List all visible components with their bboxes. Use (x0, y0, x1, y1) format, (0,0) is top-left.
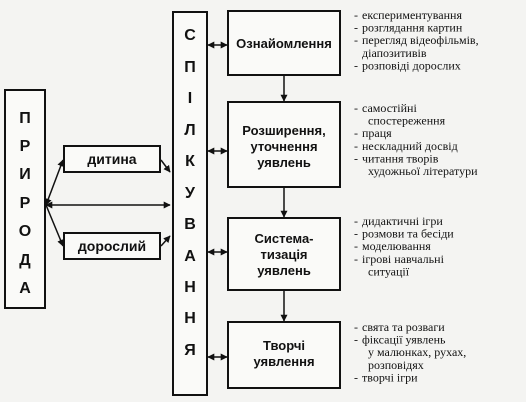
bullet-dash: - (354, 101, 358, 115)
adult-box (63, 232, 161, 260)
nature-letter: А (19, 280, 31, 297)
child-label: дитина (87, 151, 136, 167)
stage-box-systematization (227, 217, 341, 291)
communication-stage-arrows (207, 41, 228, 361)
bullet-dash: - (354, 126, 358, 140)
nature-adult-arrow (45, 204, 64, 247)
stage-box-acquaintance (227, 10, 341, 76)
bullet-dash: - (354, 320, 358, 334)
bullet-dash: - (354, 214, 358, 228)
communication-letter: І (188, 90, 192, 107)
nature-letter: О (19, 223, 31, 240)
bullet-item-line: розглядання картин (362, 21, 463, 35)
bullet-item-line: ігрові навчальні (362, 252, 445, 266)
communication-letter: У (185, 185, 196, 202)
stage-title: уточнення (250, 139, 317, 154)
nature-letter: И (19, 166, 31, 183)
bullet-dash: - (354, 33, 358, 47)
stage-box-creative (227, 321, 341, 389)
bullet-item-line: нескладний досвід (362, 139, 458, 153)
child-box (63, 145, 161, 173)
communication-letter: С (184, 27, 196, 44)
child-communication-arrow (160, 159, 171, 173)
stage-title: тизація (260, 247, 307, 262)
stage-title: уявлення (253, 354, 314, 369)
communication-box (172, 11, 208, 396)
bullet-dash: - (354, 21, 358, 35)
bullet-item-line: діапозитивів (362, 46, 427, 60)
nature-letter: Р (20, 138, 31, 155)
stage-title: Ознайомлення (236, 36, 332, 51)
nature-child-arrow (44, 159, 65, 206)
communication-letter: Я (184, 342, 196, 359)
bullet-item-line: читання творів (362, 151, 439, 165)
bullet-dash: - (354, 370, 358, 384)
bullet-item-line: художньої літератури (368, 164, 478, 178)
bullet-dash: - (354, 227, 358, 241)
bullet-dash: - (354, 8, 358, 22)
bullet-item-line: праця (362, 126, 392, 140)
communication-letter: П (184, 59, 196, 76)
communication-letter: Н (184, 310, 196, 327)
stage-title: уявлень (257, 155, 311, 170)
stage-bullet-lists: -експериментування-розглядання картин-пе… (354, 8, 479, 384)
communication-letter: Н (184, 279, 196, 296)
communication-letter: К (185, 153, 195, 170)
bullet-item-line: у малюнках, рухах, (368, 345, 466, 359)
bullet-item-line: моделювання (362, 239, 431, 253)
nature-person-arrows (44, 159, 171, 247)
communication-letter: В (184, 216, 196, 233)
bullet-dash: - (354, 58, 358, 72)
bullet-item-line: фіксації уявлень (362, 333, 446, 347)
communication-letters: С П І Л К У В А Н Н Я (184, 27, 196, 359)
nature-letter: Р (20, 195, 31, 212)
bullet-item-line: розповідях (368, 358, 424, 372)
communication-letter: А (184, 248, 196, 265)
bullet-item-line: розмови та бесіди (362, 227, 454, 241)
communication-letter: Л (184, 122, 195, 139)
bullet-dash: - (354, 333, 358, 347)
adult-communication-arrow (160, 235, 171, 247)
stage-title: Творчі (263, 338, 305, 353)
nature-letter: П (19, 110, 31, 127)
bullet-item-line: спостереження (368, 114, 446, 128)
bullet-item-line: перегляд відеофільмів, (362, 33, 479, 47)
bullet-dash: - (354, 151, 358, 165)
bullet-item-line: дидактичні ігри (362, 214, 443, 228)
nature-box (4, 89, 46, 309)
nature-letters: П Р И Р О Д А (19, 110, 32, 297)
bullet-item-line: ситуації (368, 264, 410, 278)
stage-title: уявлень (257, 263, 311, 278)
nature-letter: Д (19, 252, 31, 269)
bullet-item-line: творчі ігри (362, 370, 418, 384)
bullet-dash: - (354, 252, 358, 266)
bullet-dash: - (354, 139, 358, 153)
bullet-dash: - (354, 239, 358, 253)
stage-title: Система- (254, 231, 313, 246)
stage-title: Розширення, (242, 123, 325, 138)
bullet-item-line: свята та розваги (362, 320, 445, 334)
adult-label: дорослий (78, 238, 146, 254)
bullet-item-line: експериментування (362, 8, 462, 22)
stage-box-expansion (227, 101, 341, 188)
bullet-item-line: самостійні (362, 101, 417, 115)
bullet-item-line: розповіді дорослих (362, 58, 461, 72)
